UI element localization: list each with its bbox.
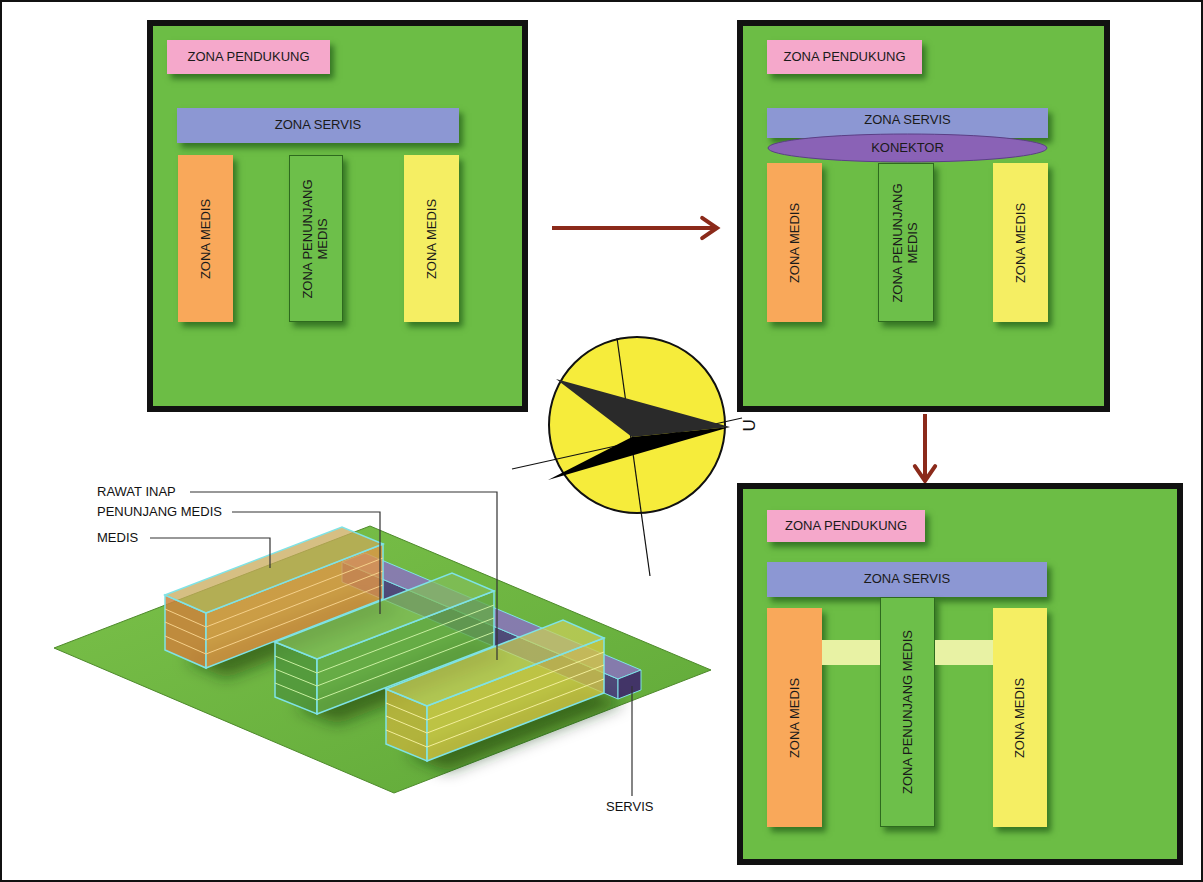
zone-label: KONEKTOR: [871, 141, 944, 156]
zone-panel: ZONA PENDUKUNG ZONA SERVIS KONEKTOR ZONA ME…: [737, 20, 1110, 412]
zone-column: ZONA MEDIS: [993, 608, 1047, 827]
zone-column: ZONA MEDIS: [767, 163, 822, 322]
zone-label: ZONA PENUNJANG MEDIS: [900, 602, 915, 822]
arrow-head: [702, 218, 717, 238]
zone-column: ZONA PENUNJANG MEDIS: [878, 163, 934, 322]
callout-label: SERVIS: [606, 800, 653, 814]
ellipse-outline: [768, 134, 1047, 162]
zone-panel: ZONA PENDUKUNG ZONA SERVIS ZONA MEDIS ZONA …: [737, 483, 1183, 865]
zone-column: ZONA MEDIS: [767, 608, 822, 827]
zone-label: ZONA MEDIS: [1013, 613, 1028, 822]
zone-column: ZONA PENUNJANG MEDIS: [289, 155, 343, 322]
inpatient-block: [386, 620, 604, 761]
compass-letter: U: [741, 419, 760, 431]
north-compass: [512, 337, 742, 576]
flow-arrow: [915, 414, 935, 481]
zone-band: ZONA PENDUKUNG: [167, 40, 330, 74]
zone-label: ZONA PENUNJANG MEDIS: [891, 168, 921, 317]
arrow-head: [915, 466, 935, 481]
zone-label: ZONA PENDUKUNG: [785, 519, 907, 534]
zone-band: ZONA PENDUKUNG: [767, 510, 925, 542]
zone-label: ZONA SERVIS: [864, 572, 950, 587]
zone-label: ZONA MEDIS: [424, 160, 439, 317]
zone-label: ZONA SERVIS: [275, 118, 361, 133]
callout-label: PENUNJANG MEDIS: [97, 505, 222, 519]
zone-band: ZONA PENDUKUNG: [767, 40, 922, 74]
callout-label: RAWAT INAP: [97, 485, 176, 499]
zone-column: ZONA MEDIS: [993, 163, 1048, 322]
zone-band: ZONA SERVIS: [177, 108, 459, 143]
zone-column: ZONA MEDIS: [404, 155, 459, 322]
zone-label: ZONA MEDIS: [198, 160, 213, 317]
flow-arrow: [552, 218, 717, 238]
zone-column: ZONA MEDIS: [178, 155, 233, 322]
arrow-shaft: [552, 226, 717, 230]
leader-line: [150, 492, 632, 796]
zone-panel: ZONA PENDUKUNG ZONA SERVIS ZONA MEDIS ZONA …: [147, 20, 528, 412]
zone-label: ZONA PENUNJANG MEDIS: [301, 160, 331, 317]
zone-label: ZONA MEDIS: [1013, 168, 1028, 317]
zone-label: ZONA PENDUKUNG: [187, 50, 309, 65]
link-bridge: [822, 640, 880, 665]
zone-column: ZONA PENUNJANG MEDIS: [880, 597, 935, 827]
zone-label: ZONA MEDIS: [787, 613, 802, 822]
zone-label: ZONA MEDIS: [787, 168, 802, 317]
arrow-shaft: [923, 414, 927, 481]
site-ground: [54, 526, 711, 793]
zone-band: ZONA SERVIS: [767, 562, 1047, 597]
zone-label: ZONA PENDUKUNG: [783, 50, 905, 65]
zone-label: ZONA SERVIS: [864, 113, 950, 128]
connector-ellipse: KONEKTOR: [767, 133, 1048, 163]
link-bridge: [935, 640, 993, 665]
callout-label: MEDIS: [97, 531, 138, 545]
